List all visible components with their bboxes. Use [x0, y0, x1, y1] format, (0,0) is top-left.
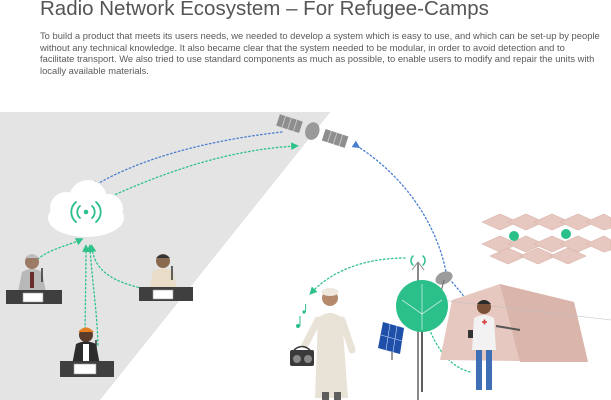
- link-lines: [34, 131, 483, 373]
- phone-icon: [468, 330, 473, 338]
- solar-panel-icon: [378, 322, 404, 360]
- boombox-radio-icon: [290, 345, 314, 366]
- header-backdrop: [0, 0, 611, 112]
- link-person-top-left-to-cloud: [34, 238, 84, 263]
- person-top-left: [6, 254, 62, 304]
- link-person-bottom-to-cloud: [82, 244, 90, 346]
- satellite-icon: [276, 114, 349, 148]
- cloud-icon: [48, 180, 124, 237]
- person-top-right: [139, 254, 193, 301]
- link-satellite-to-dish-blue: [351, 140, 447, 273]
- tree: [396, 280, 448, 392]
- camp-signal-dot-2: [561, 229, 571, 239]
- link-cloud-to-satellite-green: [111, 142, 299, 197]
- link-phone-to-tower-green: [419, 299, 471, 373]
- person-bottom-turban: [60, 327, 114, 377]
- person-aid-worker: [468, 300, 521, 390]
- signal-waves-icon: [70, 201, 102, 223]
- page-title: Radio Network Ecosystem – For Refugee-Ca…: [40, 0, 489, 20]
- link-person-bottom-to-cloud-2: [86, 244, 99, 346]
- camp-signal-dot-1: [509, 231, 519, 241]
- link-satellite-to-cloud-blue: [90, 131, 283, 189]
- person-robe: [301, 288, 356, 400]
- description-text: To build a product that meets its users …: [40, 30, 600, 77]
- music-note-icon: [296, 304, 307, 328]
- camp-tents: [481, 213, 611, 265]
- link-person-right-to-cloud: [88, 244, 151, 291]
- big-tent: [439, 284, 611, 362]
- link-tower-to-person-green: [309, 257, 406, 295]
